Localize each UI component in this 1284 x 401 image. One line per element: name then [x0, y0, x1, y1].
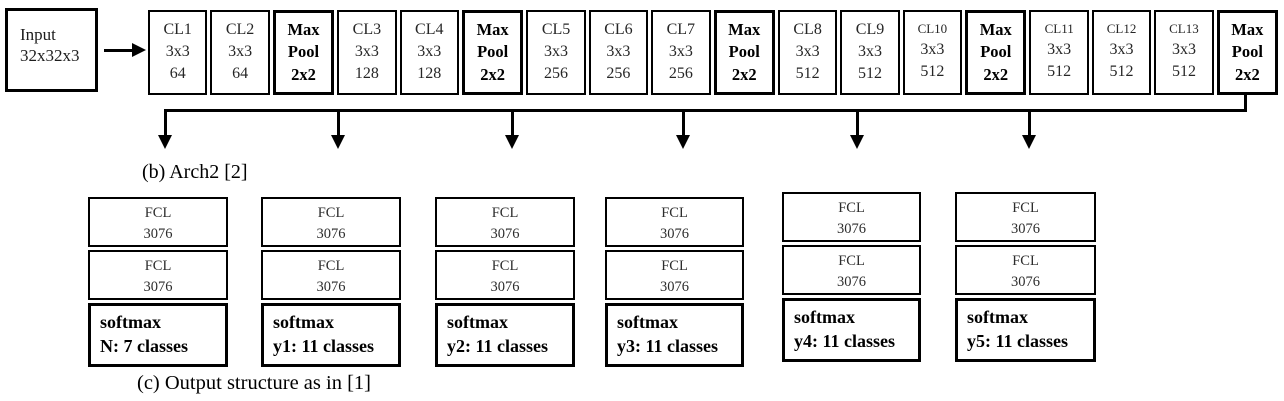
softmax-box: softmax y1: 11 classes	[261, 303, 401, 367]
down-arrow-icon	[331, 111, 345, 149]
conv-box-cl7: CL7 3x3 256	[651, 10, 711, 95]
maxpool-box-5: Max Pool 2x2	[1216, 10, 1279, 95]
fcl-box: FCL 3076	[261, 250, 401, 300]
fcl-box: FCL 3076	[435, 250, 575, 300]
down-arrow-icon	[1022, 111, 1036, 149]
output-column-1: FCL 3076 FCL 3076 softmax N: 7 classes	[88, 197, 228, 367]
down-arrow-icon	[505, 111, 519, 149]
softmax-box: softmax y2: 11 classes	[435, 303, 575, 367]
input-shape: 32x32x3	[20, 45, 80, 65]
branch-vertical-line	[1244, 94, 1247, 111]
down-arrow-icon	[158, 111, 172, 149]
right-arrowhead-icon	[132, 43, 146, 57]
fcl-box: FCL 3076	[435, 197, 575, 247]
input-label: Input	[20, 25, 56, 44]
down-arrow-icon	[676, 111, 690, 149]
fcl-box: FCL 3076	[88, 197, 228, 247]
softmax-box: softmax y4: 11 classes	[782, 298, 921, 362]
conv-box-cl4: CL4 3x3 128	[399, 10, 459, 95]
branch-horizontal-line	[164, 109, 1247, 112]
conv-box-cl12: CL12 3x3 512	[1091, 10, 1152, 95]
maxpool-box-3: Max Pool 2x2	[713, 10, 775, 95]
fcl-box: FCL 3076	[955, 192, 1096, 242]
conv-box-cl10: CL10 3x3 512	[902, 10, 963, 95]
conv-box-cl3: CL3 3x3 128	[337, 10, 397, 95]
conv-box-cl9: CL9 3x3 512	[840, 10, 900, 95]
conv-box-cl6: CL6 3x3 256	[588, 10, 649, 95]
conv-box-cl11: CL11 3x3 512	[1029, 10, 1089, 95]
caption-output-structure: (c) Output structure as in [1]	[137, 372, 371, 394]
fcl-box: FCL 3076	[261, 197, 401, 247]
conv-box-cl8: CL8 3x3 512	[777, 10, 838, 95]
fcl-box: FCL 3076	[782, 192, 921, 242]
conv-box-cl1: CL1 3x3 64	[148, 10, 208, 95]
output-column-4: FCL 3076 FCL 3076 softmax y3: 11 classes	[605, 197, 744, 367]
fcl-box: FCL 3076	[605, 197, 744, 247]
input-layer-box: Input 32x32x3	[5, 8, 98, 92]
right-arrow-icon	[104, 49, 134, 52]
maxpool-box-4: Max Pool 2x2	[965, 10, 1027, 95]
maxpool-box-1: Max Pool 2x2	[272, 10, 335, 95]
conv-box-cl2: CL2 3x3 64	[210, 10, 270, 95]
fcl-box: FCL 3076	[605, 250, 744, 300]
down-arrow-icon	[850, 111, 864, 149]
fcl-box: FCL 3076	[955, 245, 1096, 295]
maxpool-box-2: Max Pool 2x2	[461, 10, 524, 95]
output-column-3: FCL 3076 FCL 3076 softmax y2: 11 classes	[435, 197, 575, 367]
conv-box-cl5: CL5 3x3 256	[526, 10, 586, 95]
conv-box-cl13: CL13 3x3 512	[1154, 10, 1214, 95]
conv-layer-row: CL1 3x3 64 CL2 3x3 64 Max Pool 2x2 CL3 3…	[148, 10, 1279, 95]
softmax-box: softmax y5: 11 classes	[955, 298, 1096, 362]
output-column-5: FCL 3076 FCL 3076 softmax y4: 11 classes	[782, 192, 921, 362]
softmax-box: softmax N: 7 classes	[88, 303, 228, 367]
output-column-2: FCL 3076 FCL 3076 softmax y1: 11 classes	[261, 197, 401, 367]
softmax-box: softmax y3: 11 classes	[605, 303, 744, 367]
fcl-box: FCL 3076	[88, 250, 228, 300]
output-column-6: FCL 3076 FCL 3076 softmax y5: 11 classes	[955, 192, 1096, 362]
caption-arch2: (b) Arch2 [2]	[142, 161, 248, 183]
fcl-box: FCL 3076	[782, 245, 921, 295]
